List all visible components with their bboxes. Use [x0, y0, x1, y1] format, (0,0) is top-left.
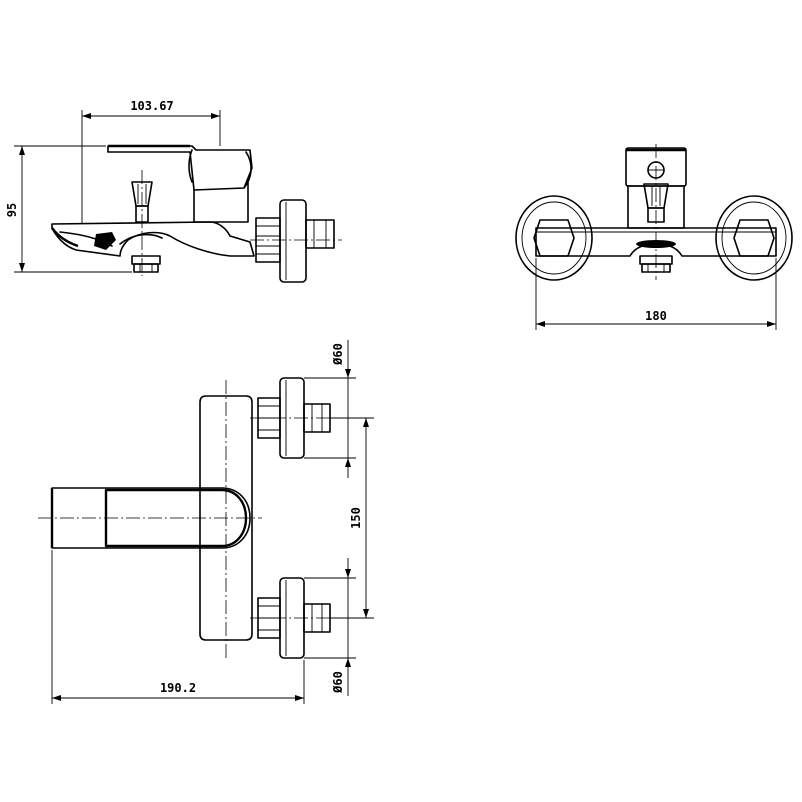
front-flange-left — [515, 195, 593, 281]
dim-length: 190.2 — [160, 681, 196, 695]
dim-flange-upper: Ø60 — [331, 343, 345, 366]
top-view: 150 Ø60 Ø60 190.2 — [38, 340, 374, 704]
dim-width: 180 — [645, 309, 667, 323]
dim-centers: 150 — [349, 507, 363, 529]
side-flange — [279, 199, 307, 283]
dim-flange-lower: Ø60 — [331, 671, 345, 694]
side-body — [193, 179, 249, 223]
side-view: 103.67 95 — [5, 99, 342, 283]
dim-spout-offset: 103.67 — [130, 99, 173, 113]
front-flange-right — [715, 195, 793, 281]
spout — [51, 221, 255, 257]
top-body — [199, 395, 253, 641]
side-inlet — [305, 219, 335, 249]
side-handle — [107, 145, 253, 191]
dim-height: 95 — [5, 203, 19, 217]
front-view: 180 — [515, 144, 793, 330]
